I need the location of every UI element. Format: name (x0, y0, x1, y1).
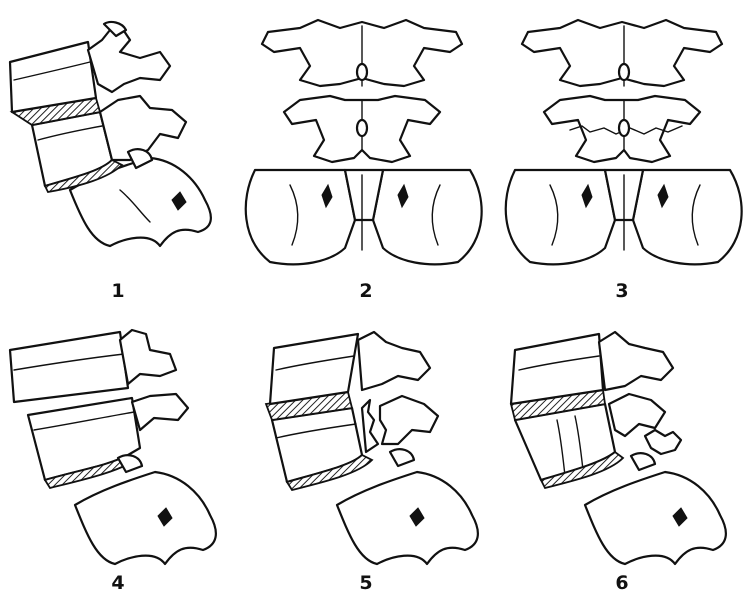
panel-label-3: 3 (615, 280, 629, 302)
panel-6-illustration (509, 330, 727, 566)
panel-label-5: 5 (359, 572, 373, 594)
panel-5-illustration (264, 330, 479, 566)
panel-1-illustration (8, 20, 212, 248)
panel-label-1: 1 (111, 280, 125, 302)
panel-4-illustration (8, 328, 217, 566)
panel-label-6: 6 (615, 572, 629, 594)
panel-label-4: 4 (111, 572, 125, 594)
panel-2-illustration (244, 18, 483, 266)
panel-label-2: 2 (359, 280, 373, 302)
panel-3-illustration (504, 18, 743, 266)
